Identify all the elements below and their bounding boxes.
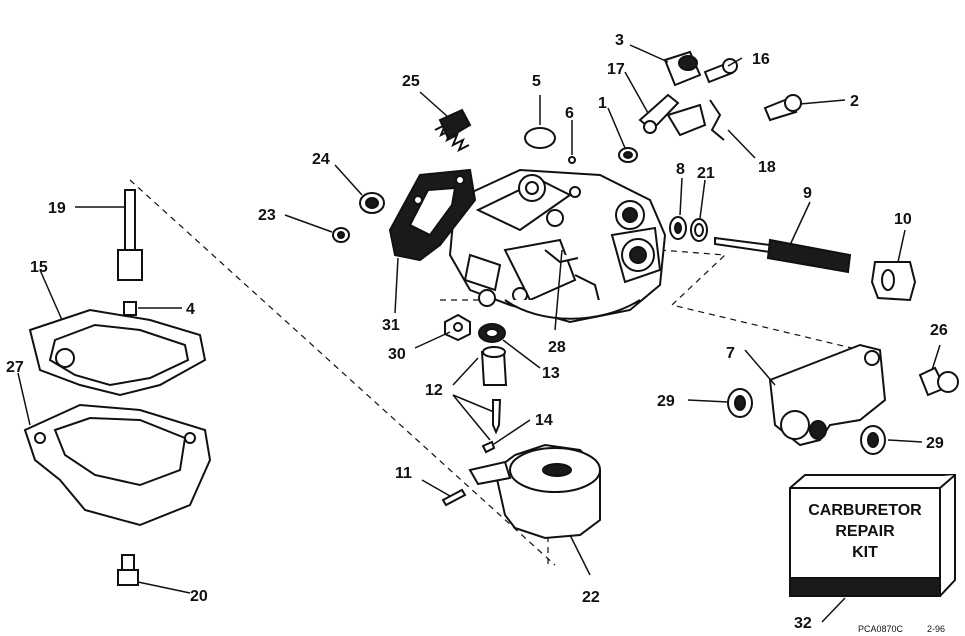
nut-30 (444, 313, 471, 342)
callout-16: 16 (752, 51, 770, 68)
grommet-29b (860, 425, 886, 455)
screw-26 (918, 366, 959, 397)
washer-1 (618, 147, 638, 163)
callout-14: 14 (535, 412, 553, 429)
callout-labels: 3 16 17 1 2 18 25 5 6 24 23 8 21 9 10 19… (6, 32, 948, 632)
callout-8: 8 (676, 161, 685, 178)
drawing-code: PCA0870C (858, 624, 904, 634)
seal-24 (359, 192, 385, 214)
callout-9: 9 (803, 185, 812, 202)
callout-15: 15 (30, 259, 48, 276)
knob-3 (663, 50, 702, 87)
callout-17: 17 (607, 61, 625, 78)
callout-29b: 29 (926, 435, 944, 452)
lever-17 (638, 93, 707, 137)
flange-gasket-31 (388, 168, 477, 262)
callout-30: 30 (388, 346, 406, 363)
callout-24: 24 (312, 151, 330, 168)
ball-6 (568, 156, 576, 164)
leader-lines (17, 44, 941, 623)
callout-27: 27 (6, 359, 24, 376)
callout-1: 1 (598, 95, 607, 112)
screw-16 (703, 58, 738, 84)
callout-4: 4 (186, 301, 195, 318)
kit-label-line3: KIT (852, 544, 878, 561)
callout-3: 3 (615, 32, 624, 49)
seal-23 (332, 227, 350, 243)
callout-28: 28 (548, 339, 566, 356)
packing-nut-10 (870, 261, 917, 302)
callout-29a: 29 (657, 393, 675, 410)
date-code: 2-96 (927, 624, 945, 634)
callout-23: 23 (258, 207, 276, 224)
callout-19: 19 (48, 200, 66, 217)
callout-6: 6 (565, 105, 574, 122)
welch-plug-5 (524, 127, 556, 149)
plug-4 (123, 301, 137, 316)
callout-21: 21 (697, 165, 715, 182)
gasket-13 (478, 323, 506, 343)
spring-25 (434, 108, 472, 153)
o-ring-21 (690, 218, 708, 242)
mixture-needle-9 (714, 236, 852, 274)
spring-clip-18 (709, 99, 725, 141)
callout-18: 18 (758, 159, 776, 176)
float-pin-14 (481, 440, 496, 454)
bowl-screw-20 (117, 554, 139, 586)
float-22 (468, 443, 601, 540)
callout-26: 26 (930, 322, 948, 339)
callout-12: 12 (425, 382, 443, 399)
drawing-footer: PCA0870C 2-96 (858, 624, 945, 634)
kit-label-line1: CARBURETOR (808, 502, 922, 519)
bracket-7 (768, 343, 887, 447)
hinge-pin-11 (441, 488, 467, 507)
float-bowl-27 (23, 403, 212, 527)
callout-22: 22 (582, 589, 600, 606)
kit-label-line2: REPAIR (835, 523, 895, 540)
needle-seat-12 (480, 346, 508, 386)
callout-7: 7 (726, 345, 735, 362)
callout-13: 13 (542, 365, 560, 382)
bowl-gasket-15 (28, 308, 207, 397)
callout-5: 5 (532, 73, 541, 90)
callout-25: 25 (402, 73, 420, 90)
callout-10: 10 (894, 211, 912, 228)
grommet-29a (727, 388, 753, 418)
assembly-guide-lines (129, 179, 861, 566)
repair-kit-box-32: CARBURETOR REPAIR KIT (789, 474, 956, 597)
callout-20: 20 (190, 588, 208, 605)
callout-2: 2 (850, 93, 859, 110)
idle-screw-19 (117, 189, 143, 281)
screw-2 (763, 94, 802, 122)
gasket-8 (669, 216, 687, 240)
callout-11: 11 (395, 465, 412, 482)
callout-31: 31 (382, 317, 400, 334)
carburetor-body (448, 168, 667, 324)
callout-32: 32 (794, 615, 812, 632)
inlet-needle-12 (492, 399, 502, 435)
